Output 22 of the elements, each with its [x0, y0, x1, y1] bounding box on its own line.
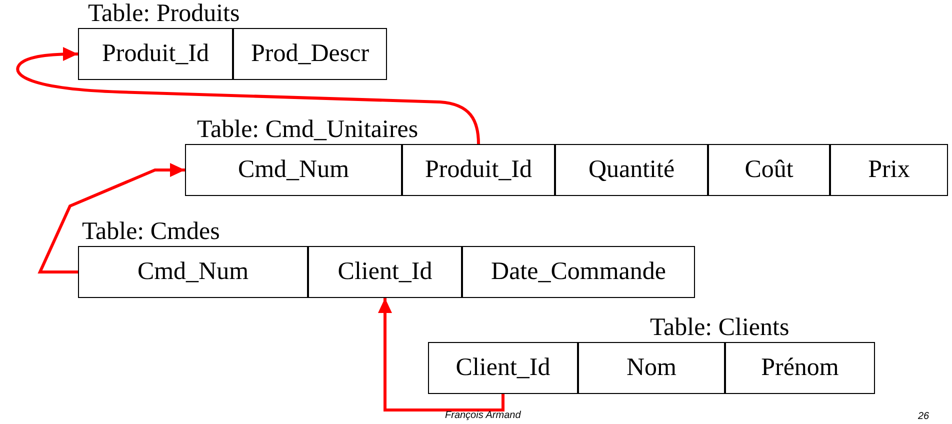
field-cell: Prénom — [725, 342, 875, 394]
arrow — [378, 298, 504, 412]
field-cell: Client_Id — [308, 246, 462, 298]
table-title: Table: Produits — [88, 0, 240, 28]
table-title: Table: Cmdes — [82, 218, 220, 246]
field-cell: Date_Commande — [462, 246, 695, 298]
arrow — [16, 47, 480, 144]
field-cell: Client_Id — [428, 342, 578, 394]
field-cell: Produit_Id — [78, 28, 233, 80]
table-title: Table: Clients — [650, 314, 790, 342]
field-cell: Cmd_Num — [78, 246, 308, 298]
field-cell: Cmd_Num — [185, 144, 402, 196]
field-cell: Prix — [830, 144, 948, 196]
field-cell: Prod_Descr — [233, 28, 387, 80]
arrow — [38, 163, 185, 274]
field-cell: Quantité — [555, 144, 708, 196]
table-title: Table: Cmd_Unitaires — [197, 116, 418, 144]
field-cell: Nom — [578, 342, 725, 394]
field-cell: Coût — [708, 144, 830, 196]
page-number: 26 — [918, 411, 930, 422]
field-cell: Produit_Id — [402, 144, 555, 196]
author-name: François Armand — [445, 410, 521, 421]
